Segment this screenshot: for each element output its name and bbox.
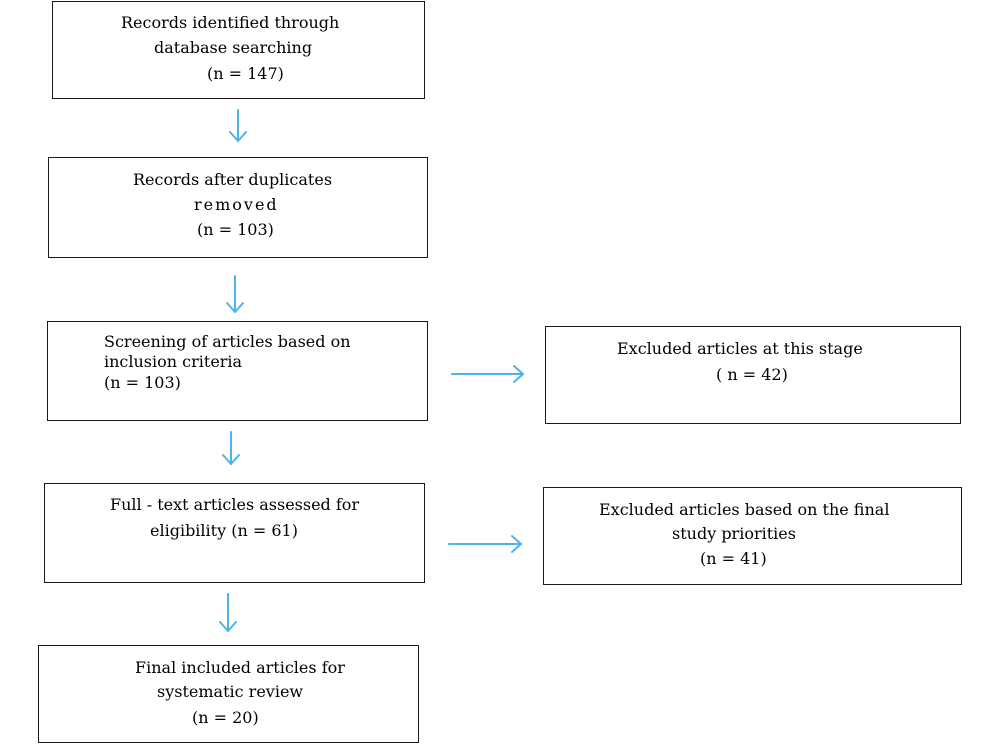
arrow-down-2	[226, 275, 244, 313]
fulltext-line2: eligibility (n = 61)	[150, 521, 298, 540]
excluded-final-line1: Excluded articles based on the final	[599, 500, 890, 519]
fulltext-box	[44, 483, 425, 583]
excluded-final-count: (n = 41)	[700, 549, 767, 568]
arrow-right-2	[448, 535, 522, 553]
records-identified-count: (n = 147)	[207, 64, 284, 83]
included-box	[38, 645, 419, 743]
arrow-down-1	[229, 109, 247, 142]
duplicates-removed-box	[48, 157, 428, 258]
excluded-stage-line1: Excluded articles at this stage	[617, 339, 863, 358]
excluded-stage-count: ( n = 42)	[716, 365, 788, 384]
records-identified-line1: Records identified through	[121, 13, 340, 32]
arrow-down-4	[219, 593, 237, 632]
fulltext-line1: Full - text articles assessed for	[110, 495, 360, 514]
duplicates-removed-line1: Records after duplicates	[133, 170, 333, 189]
excluded-final-line2: study priorities	[672, 524, 796, 543]
screening-count: (n = 103)	[104, 373, 181, 392]
included-line1: Final included articles for	[135, 658, 345, 677]
excluded-final-box	[543, 487, 962, 585]
screening-box	[47, 321, 428, 421]
included-line2: systematic review	[157, 682, 304, 701]
screening-line2: inclusion criteria	[104, 352, 243, 371]
excluded-stage-box	[545, 326, 961, 424]
screening-line1: Screening of articles based on	[104, 332, 351, 351]
duplicates-removed-line2: removed	[194, 195, 279, 214]
arrow-right-1	[451, 365, 524, 383]
duplicates-removed-count: (n = 103)	[197, 220, 274, 239]
records-identified-box	[52, 1, 425, 99]
arrow-down-3	[222, 431, 240, 465]
included-count: (n = 20)	[192, 708, 259, 727]
records-identified-line2: database searching	[154, 38, 313, 57]
